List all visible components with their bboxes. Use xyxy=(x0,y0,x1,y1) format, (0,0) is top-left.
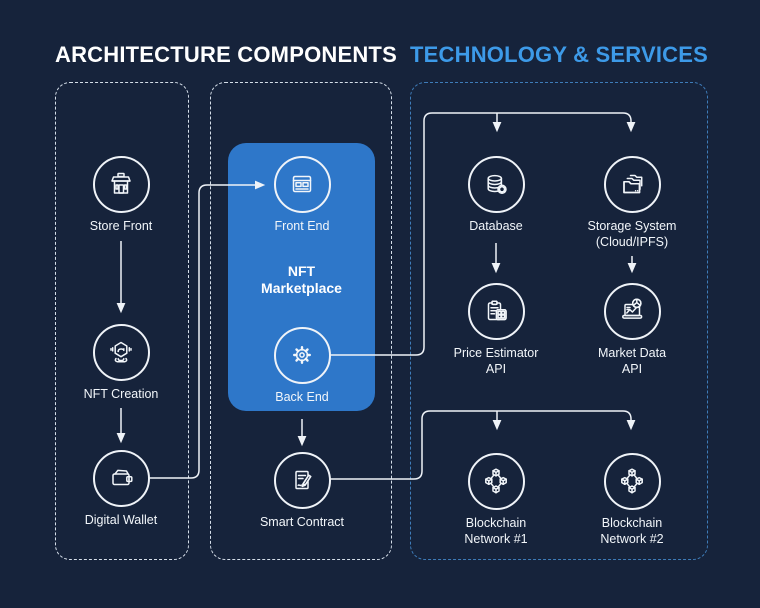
node-back-end: Back End xyxy=(273,326,331,404)
storefront-icon xyxy=(111,172,131,194)
laptop-chart-icon xyxy=(622,298,643,319)
node-database: Database xyxy=(467,155,525,233)
nft-marketplace-title: NFT Marketplace xyxy=(261,263,342,296)
technology-services-group-box xyxy=(410,82,708,560)
node-market-data-api: Market Data API xyxy=(598,282,666,376)
node-blockchain-network-1: Blockchain Network #1 xyxy=(464,452,528,546)
gear-icon xyxy=(293,346,311,364)
node-smart-contract: Smart Contract xyxy=(260,451,344,529)
node-store-front: Store Front xyxy=(90,155,152,233)
node-nft-creation: NFT Creation xyxy=(84,323,158,401)
browser-window-icon xyxy=(292,175,312,193)
contract-pen-icon xyxy=(295,470,312,490)
section-title-technology-services: TECHNOLOGY & SERVICES xyxy=(410,42,708,67)
database-gear-icon xyxy=(487,174,507,195)
node-front-end: Front End xyxy=(273,155,331,233)
node-price-estimator-api: Price Estimator API xyxy=(454,282,538,376)
stacked-folders-icon xyxy=(623,174,643,194)
linked-cubes-icon xyxy=(621,468,643,494)
section-title-architecture-components: ARCHITECTURE COMPONENTS xyxy=(55,42,397,67)
node-storage-system: Storage System (Cloud/IPFS) xyxy=(588,155,676,249)
node-digital-wallet: Digital Wallet xyxy=(85,449,157,527)
nft-token-hands-icon xyxy=(110,341,132,363)
clipboard-calculator-icon xyxy=(487,300,507,321)
linked-cubes-icon xyxy=(485,468,507,494)
node-blockchain-network-2: Blockchain Network #2 xyxy=(600,452,664,546)
wallet-icon xyxy=(112,469,133,486)
